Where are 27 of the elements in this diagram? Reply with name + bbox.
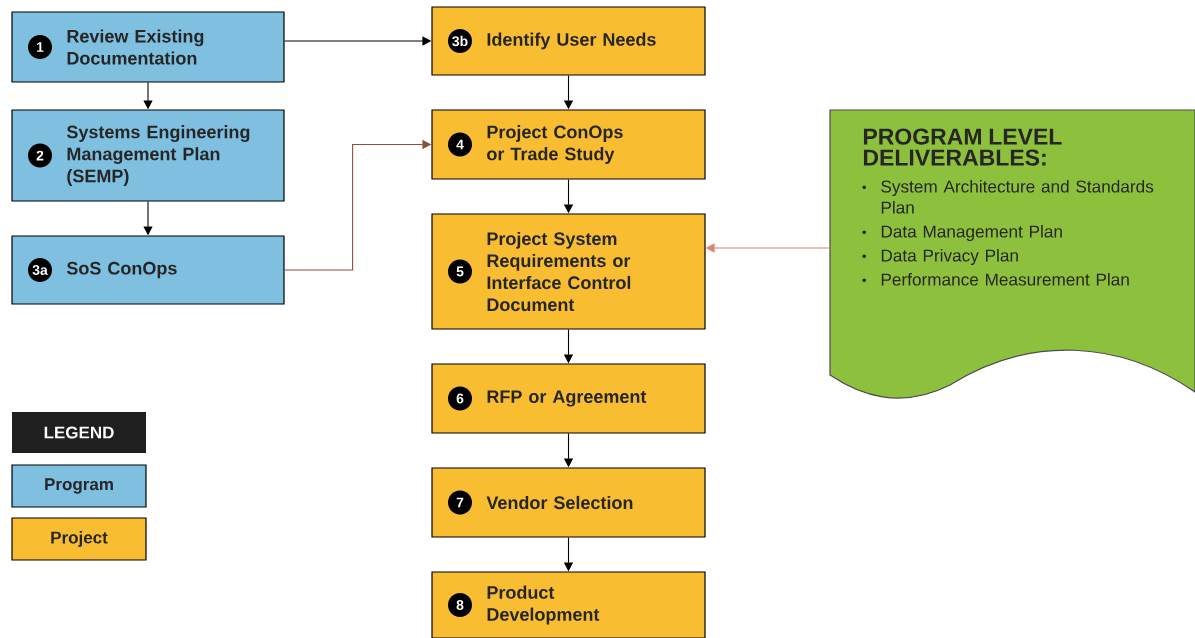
heading: PROGRAM LEVEL DELIVERABLES: xyxy=(863,128,1062,166)
process-box: 4 Project ConOps or Trade Study xyxy=(431,109,706,180)
process-box: 3a SoS ConOps xyxy=(11,235,285,305)
step-number: 4 xyxy=(448,132,472,157)
deliverables-banner xyxy=(829,109,1195,399)
list-item: System Architecture and Standards Plan xyxy=(862,180,1154,214)
step-number: 6 xyxy=(448,386,472,411)
list-item: Data Management Plan xyxy=(862,225,1062,242)
legend-heading: LEGEND xyxy=(12,412,146,453)
legend-item: Program xyxy=(11,464,147,508)
list-item: Data Privacy Plan xyxy=(862,249,1018,266)
list-item: Performance Measurement Plan xyxy=(862,273,1129,286)
legend-item: Project xyxy=(11,517,147,561)
process-box: 2 Systems Engineering Management Plan (SEMP) xyxy=(11,109,285,202)
process-box: 8 Product Development xyxy=(431,571,706,638)
step-number: 7 xyxy=(448,490,472,515)
step-number: 3b xyxy=(448,29,472,53)
step-number: 3a xyxy=(28,258,52,282)
process-box: 3b Identify User Needs xyxy=(431,6,706,76)
process-box: 5 Project System Requirements or Interface Control Document xyxy=(431,213,706,330)
step-number: 2 xyxy=(28,143,52,168)
step-number: 5 xyxy=(448,259,472,284)
step-number: 8 xyxy=(448,593,472,617)
step-number: 1 xyxy=(28,35,52,59)
process-box: 7 Vendor Selection xyxy=(431,467,706,538)
process-box: 1 Review Existing Documentation xyxy=(11,11,285,83)
process-box: 6 RFP or Agreement xyxy=(431,363,706,434)
